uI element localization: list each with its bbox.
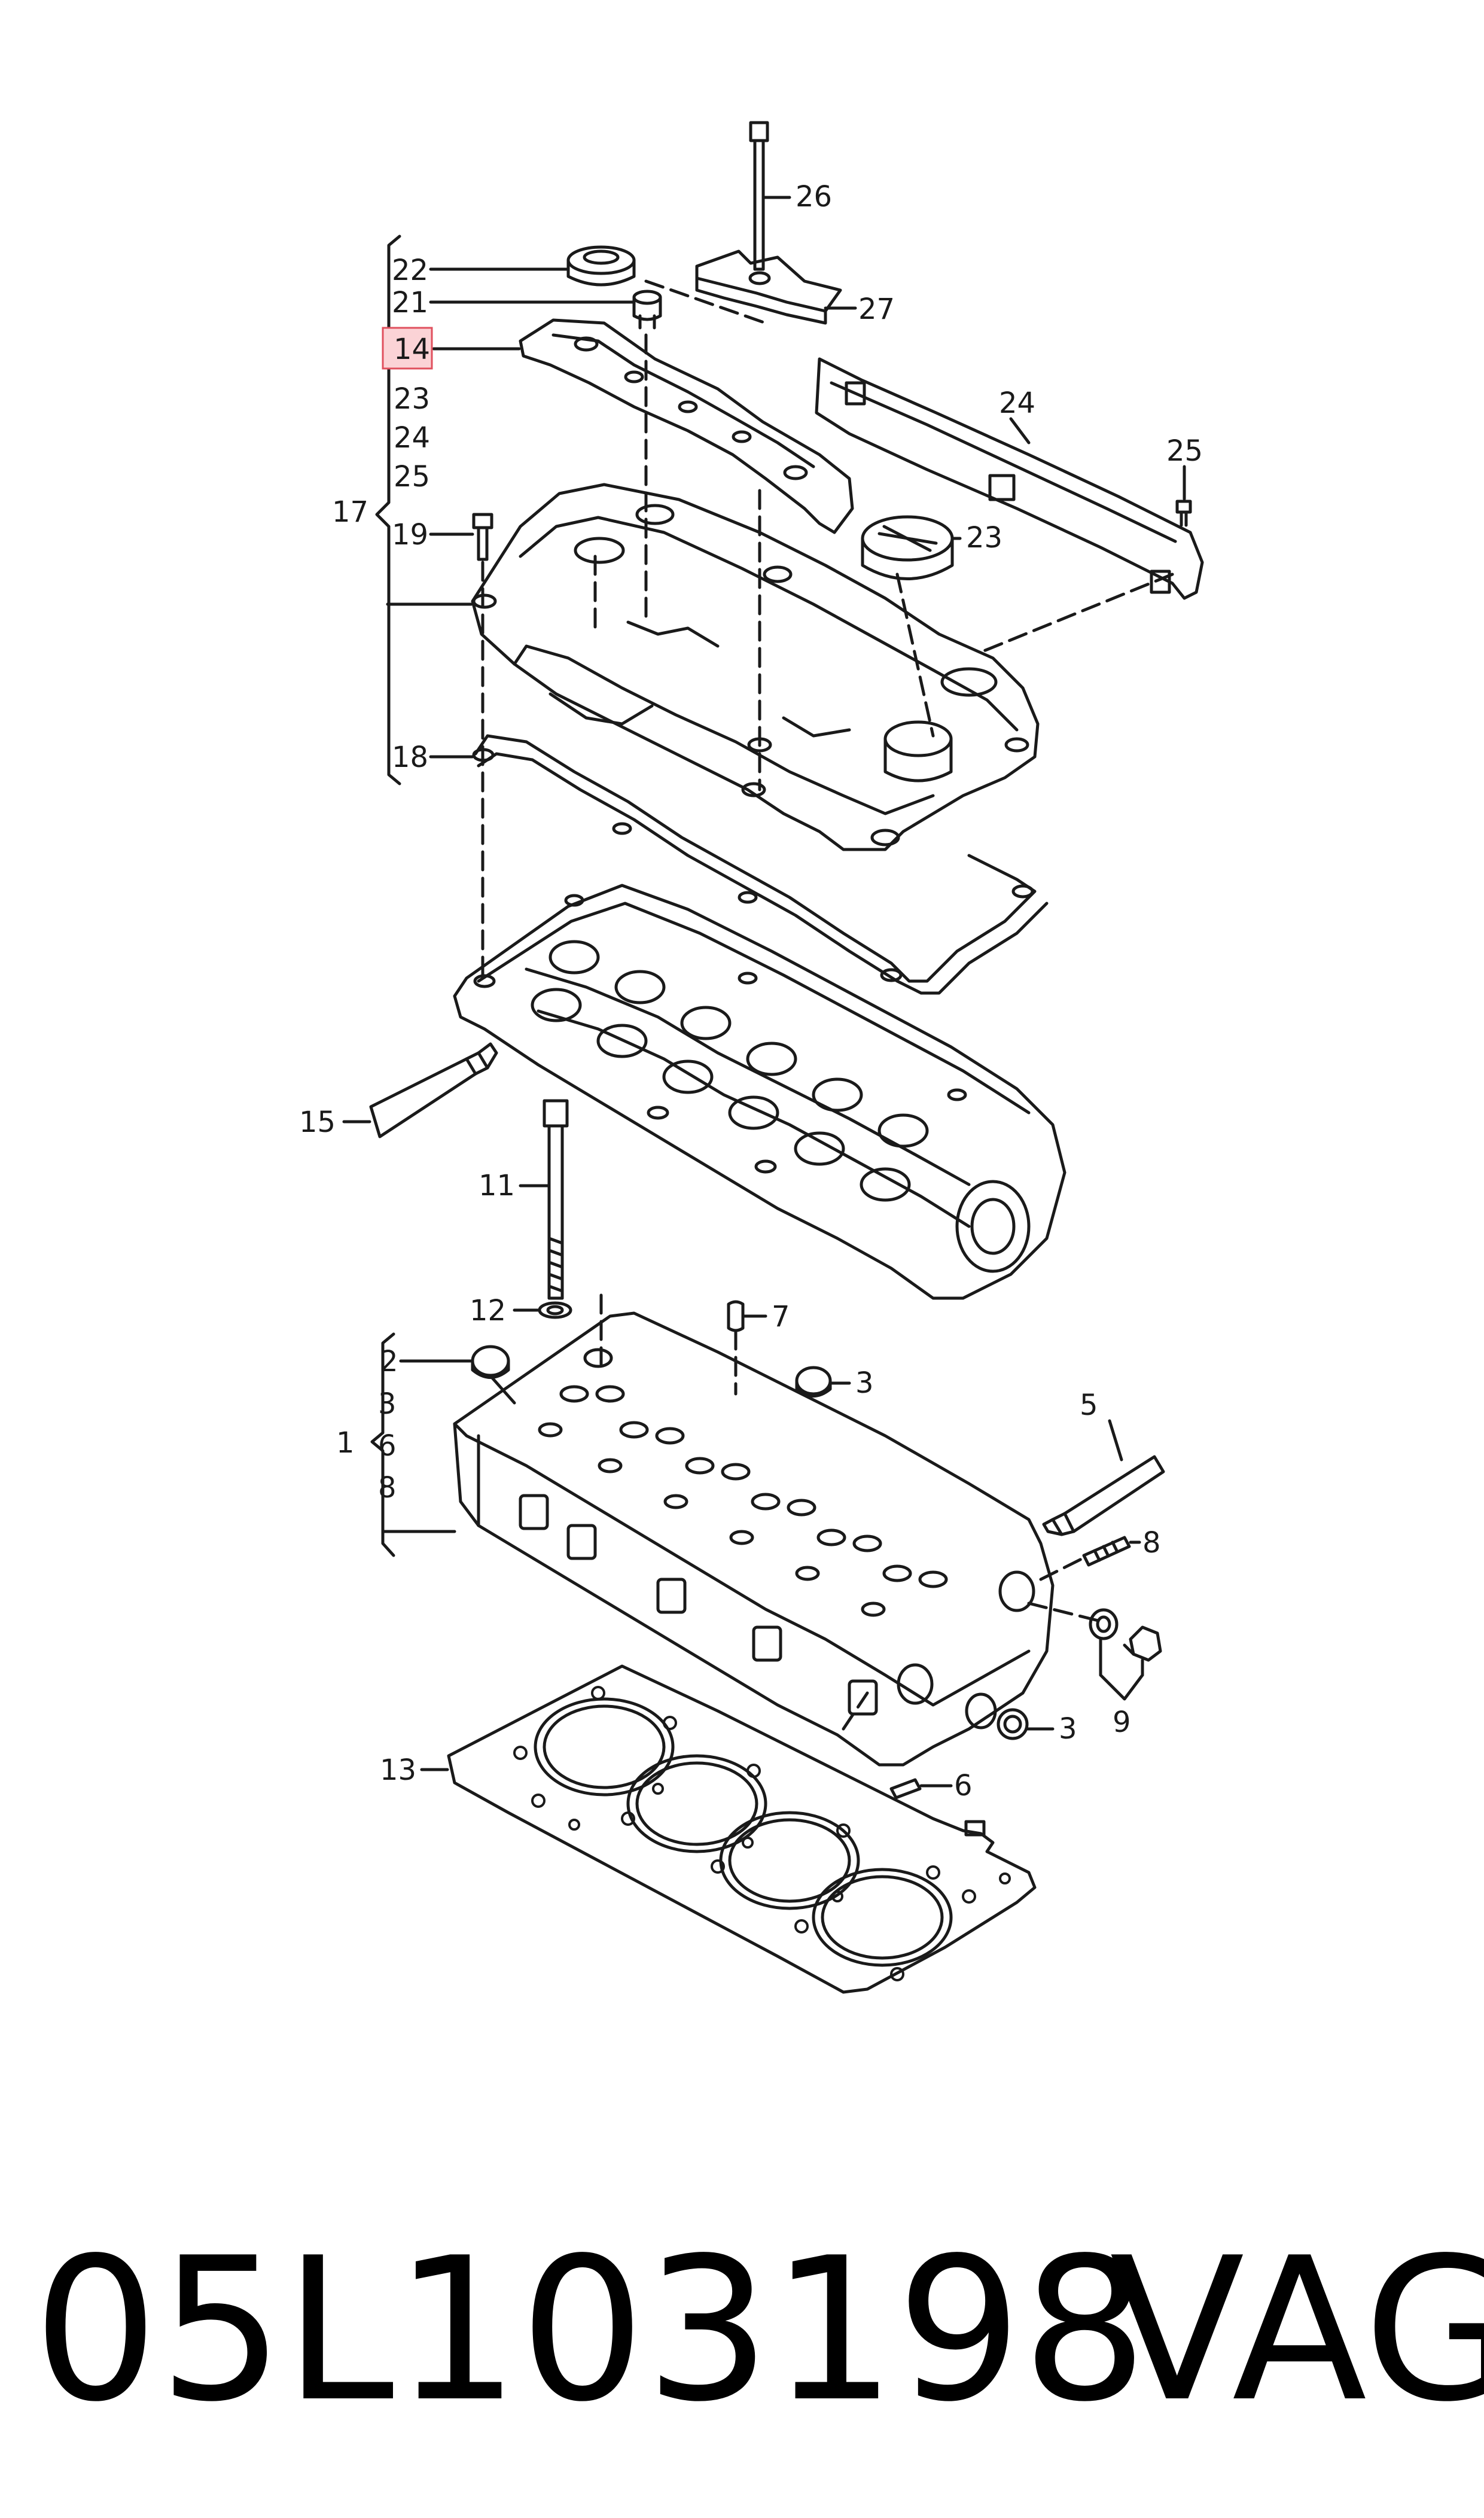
callout-14: 14 xyxy=(394,333,430,366)
callout-23: 23 xyxy=(966,521,1002,555)
callout-18: 18 xyxy=(392,741,428,774)
callout-17: 17 xyxy=(332,495,368,529)
brand-name: VAG xyxy=(1110,2215,1484,2445)
plug-seal-9 xyxy=(1089,1608,1162,1662)
callout-26: 26 xyxy=(796,180,832,214)
callout-2: 2 xyxy=(380,1345,398,1378)
sealant-tube-15 xyxy=(369,1042,498,1138)
callout-19: 19 xyxy=(392,518,428,552)
cylinder-head-cover-17 xyxy=(471,483,1040,851)
callout-5: 5 xyxy=(1080,1389,1098,1422)
callout-12: 12 xyxy=(470,1294,506,1327)
callout-1: 1 xyxy=(336,1426,355,1460)
head-gasket-13 xyxy=(447,1664,1037,1994)
axis-23 xyxy=(895,573,935,738)
callout-13: 13 xyxy=(380,1753,416,1787)
bolt-26 xyxy=(749,121,769,271)
bolt-19 xyxy=(472,513,493,561)
leader-5 xyxy=(1108,1419,1123,1462)
camshaft-housing xyxy=(453,884,1066,1300)
bore-4 xyxy=(812,1868,953,1967)
washer-12 xyxy=(538,1301,572,1319)
oil-cap-23 xyxy=(861,515,954,580)
cover-strip-14 xyxy=(519,318,854,534)
callout-25-list: 25 xyxy=(394,460,430,494)
callout-11: 11 xyxy=(479,1169,515,1202)
screw-25 xyxy=(1175,500,1192,527)
callout-14-highlight xyxy=(382,327,433,370)
callout-21: 21 xyxy=(392,286,428,319)
callout-24-list: 24 xyxy=(394,421,430,455)
seal-ring-3-bottom xyxy=(997,1708,1029,1740)
bracket-27 xyxy=(695,249,842,325)
bore-1 xyxy=(534,1697,675,1797)
callout-3-list: 3 xyxy=(378,1387,397,1421)
part-number: 05L103198 xyxy=(33,2215,1148,2445)
callout-24: 24 xyxy=(999,386,1035,420)
side-ports xyxy=(519,1494,878,1716)
callout-25: 25 xyxy=(1166,434,1203,468)
camshaft-lobes-lower xyxy=(531,988,911,1202)
callout-3-bottom: 3 xyxy=(1059,1712,1077,1746)
leader-9c xyxy=(1099,1673,1144,1701)
bracket-1 xyxy=(370,1332,395,1557)
camshaft-lobes-upper xyxy=(548,940,929,1148)
axis-24 xyxy=(979,573,1174,654)
gasket-18 xyxy=(472,734,1049,995)
callout-6: 6 xyxy=(954,1769,973,1803)
callout-8: 8 xyxy=(1142,1526,1161,1560)
bracket-17 xyxy=(375,235,401,785)
exploded-parts-diagram: 26 27 22 21 14 23 24 25 24 25 23 17 19 1… xyxy=(299,121,1204,1994)
seal-ring-3-top xyxy=(795,1366,832,1397)
callout-9: 9 xyxy=(1113,1706,1131,1739)
callout-15: 15 xyxy=(299,1106,336,1139)
callout-7: 7 xyxy=(772,1300,790,1333)
callout-3-top: 3 xyxy=(855,1366,874,1400)
dowel-6 xyxy=(889,1778,922,1800)
callout-6-list: 6 xyxy=(378,1429,397,1463)
axis-8 xyxy=(1039,1557,1084,1581)
bolt-11 xyxy=(543,1099,569,1300)
seal-ring-2 xyxy=(471,1345,510,1379)
callout-27: 27 xyxy=(858,293,895,326)
dowel-7 xyxy=(727,1300,745,1332)
sealant-tube-5 xyxy=(1042,1455,1165,1536)
callout-8-list: 8 xyxy=(378,1471,397,1505)
axis-27 xyxy=(644,279,767,325)
axis-9 xyxy=(1027,1601,1102,1623)
axis-1 xyxy=(842,1691,869,1731)
gasket-strip-24 xyxy=(815,357,1204,600)
callout-23-list: 23 xyxy=(394,382,430,416)
stud-8 xyxy=(1082,1536,1131,1567)
bore-2 xyxy=(626,1754,767,1853)
callout-22: 22 xyxy=(392,254,428,287)
leader-24 xyxy=(1009,417,1031,444)
plug-21 xyxy=(632,290,662,330)
valve-seats xyxy=(538,1348,948,1617)
cap-22 xyxy=(566,245,636,287)
cylinder-head-1 xyxy=(453,1311,1055,1767)
gasket-holes xyxy=(513,1686,1011,1981)
